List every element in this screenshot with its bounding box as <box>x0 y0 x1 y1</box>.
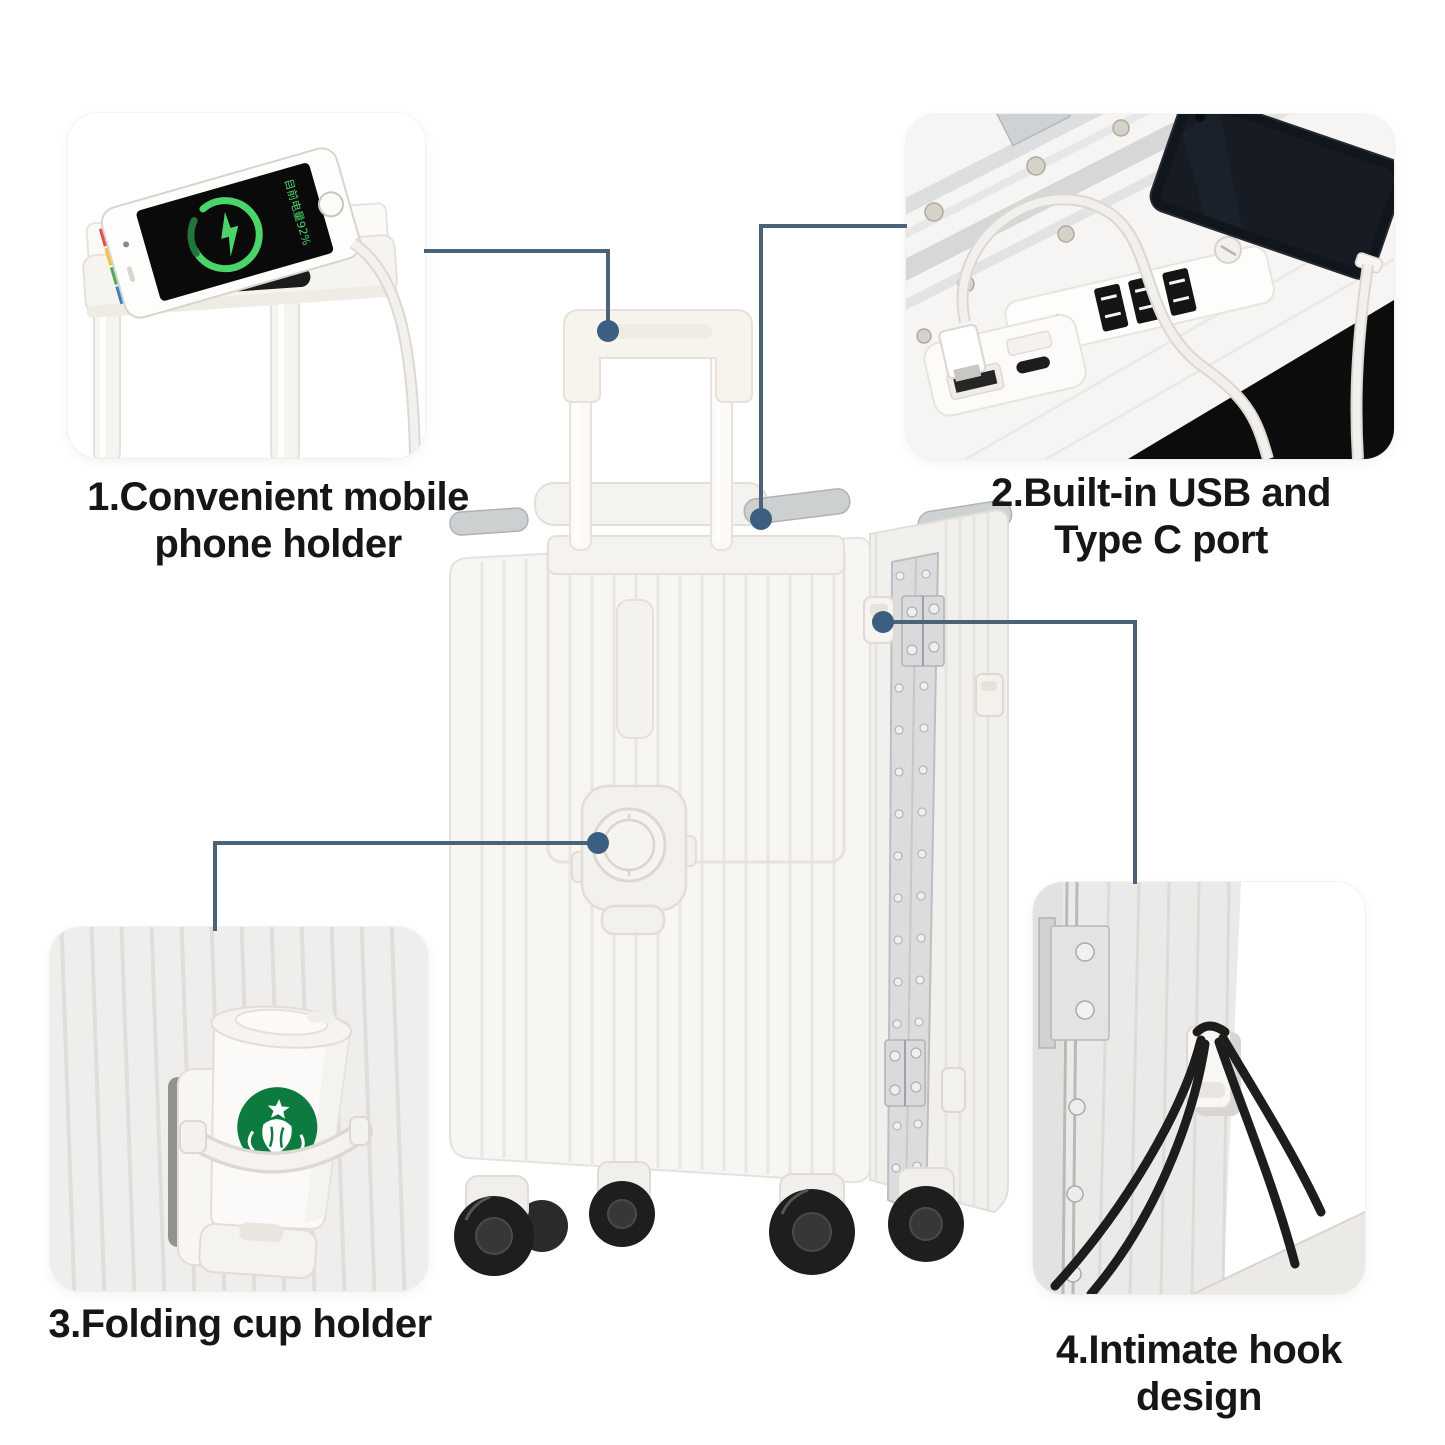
starbucks-cup <box>210 1005 353 1230</box>
charging-cable <box>349 238 421 458</box>
usb-port-panel <box>923 313 1087 417</box>
lock-screw-icon <box>1214 236 1242 264</box>
aluminum-frame <box>884 551 945 1218</box>
dark-table-edge <box>1128 300 1394 459</box>
folded-cup-holder-dial <box>571 784 697 936</box>
connector-line-2-vertical <box>759 224 763 519</box>
suitcase-illustration <box>449 309 1013 1276</box>
charging-ring-icon <box>187 197 263 273</box>
photo-hook-design <box>1033 882 1365 1294</box>
side-panel-ribs <box>874 512 990 1210</box>
lightning-icon <box>221 211 239 258</box>
callout-dot-handle <box>597 320 619 342</box>
hook-illustration <box>1033 882 1365 1294</box>
feature-label-1: 1.Convenient mobile phone holder <box>68 474 488 568</box>
charging-phone: 目前电量92% <box>98 147 362 319</box>
holder-bottom-flap <box>198 1222 318 1280</box>
photo-phone-holder: 目前电量92% <box>68 113 425 458</box>
camera-icon <box>123 241 130 248</box>
sip-lid-notch <box>307 1011 336 1024</box>
phone-cable <box>1350 264 1374 459</box>
feature-label-3-line1: 3.Folding cup holder <box>48 1302 432 1346</box>
callout-dot-cup <box>587 832 609 854</box>
connector-line-2-horizontal <box>759 224 907 228</box>
frame-hinge-bottom <box>884 1039 926 1107</box>
connector-line-3-vertical <box>213 841 217 931</box>
feature-label-2-line2: Type C port <box>1054 518 1268 562</box>
phone-on-surface <box>1149 114 1394 280</box>
feature-label-1-line1: 1.Convenient mobile <box>87 475 469 519</box>
phone-holder-illustration: 目前电量92% <box>68 113 425 458</box>
feature-label-3: 3.Folding cup holder <box>30 1301 450 1348</box>
feature-label-4: 4.Intimate hook design <box>989 1327 1409 1421</box>
corner-guard-left <box>449 507 529 536</box>
lock-dials-icon <box>1094 268 1197 332</box>
table-edge-line <box>1192 1211 1365 1294</box>
back-panel-slot <box>616 599 654 739</box>
feature-label-2: 2.Built-in USB and Type C port <box>951 470 1371 564</box>
spinner-wheels <box>454 1161 964 1276</box>
connector-line-3-horizontal <box>213 841 602 845</box>
side-hook-lower <box>941 1067 966 1113</box>
wheel <box>454 1195 534 1276</box>
connector-line-4-horizontal <box>883 620 1137 624</box>
strip-rivets <box>1064 1098 1086 1283</box>
usb-cable-loop <box>956 193 1274 459</box>
wheel <box>888 1186 964 1262</box>
connector-line-1-vertical <box>606 249 610 331</box>
usb-ports-illustration <box>906 114 1394 459</box>
holder-ring-arm <box>179 1116 373 1174</box>
cup-holder-illustration <box>50 927 428 1291</box>
suitcase-back-view <box>430 300 1030 1300</box>
connector-line-4-vertical <box>1133 620 1137 884</box>
wheel <box>769 1188 855 1275</box>
feature-label-4-line1: 4.Intimate hook design <box>1056 1328 1342 1419</box>
photo-cup-holder <box>50 927 428 1291</box>
camera-icon <box>1195 114 1206 122</box>
hanging-straps <box>1050 1021 1326 1294</box>
photo-usb-ports <box>906 114 1394 459</box>
side-hook-right <box>975 673 1004 717</box>
callout-dot-hook <box>872 611 894 633</box>
feature-label-2-line1: 2.Built-in USB and <box>991 471 1331 515</box>
side-face-ribs <box>1097 882 1231 1294</box>
connector-line-1-horizontal <box>424 249 610 253</box>
callout-dot-usb <box>750 508 772 530</box>
side-hinge <box>1038 917 1110 1049</box>
feature-label-1-line2: phone holder <box>154 522 402 566</box>
starbucks-logo-icon <box>237 1087 318 1168</box>
home-button-icon <box>317 191 344 218</box>
trolley-handle <box>563 309 753 403</box>
trolley-base-plate <box>547 535 845 575</box>
speaker-icon <box>126 266 135 282</box>
frame-hinge-top <box>901 595 945 667</box>
type-c-port <box>1016 356 1050 374</box>
wheel <box>589 1181 655 1247</box>
